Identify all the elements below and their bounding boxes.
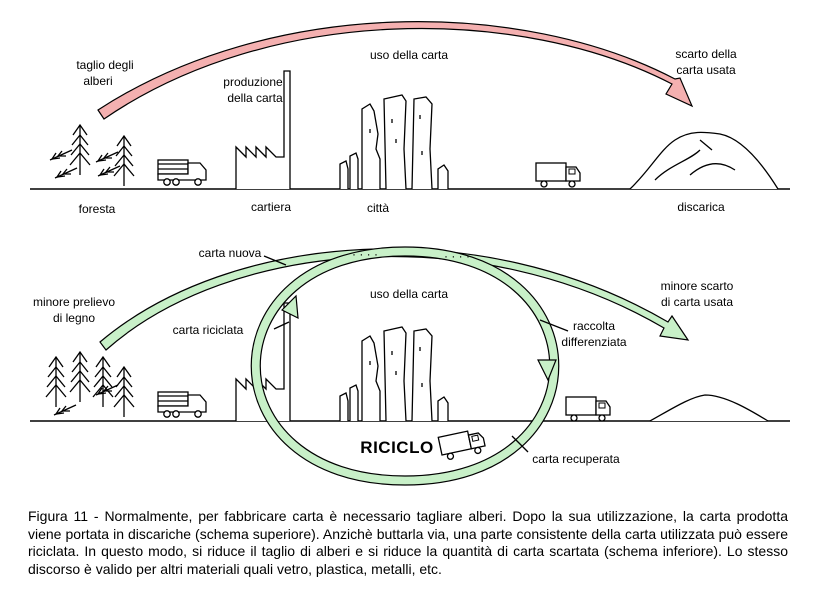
felled-tree-icon [49,149,73,161]
pine-tree-icon [45,356,67,408]
landfill-detail [654,139,736,181]
log-truck-icon [157,159,207,186]
garbage-truck-icon [565,396,611,422]
recycling-loop-arrow [250,246,560,486]
felled-tree-icon [53,404,77,416]
felled-tree-icon [54,167,78,179]
pine-tree-icon [92,356,114,408]
label-uso-bottom: uso della carta [370,287,448,301]
top-forest [49,124,135,187]
city-buildings-icon [339,94,449,190]
leader-carta-nuova [263,255,287,266]
leader-raccolta [539,319,569,332]
recycling-truck-icon [437,427,487,462]
label-riciclo: RICICLO [360,438,433,457]
top-flow-arrow [97,21,694,120]
leader-carta-recuperata [511,435,529,453]
label-scarto-1: scarto della [675,47,737,61]
label-uso-top: uso della carta [370,48,448,62]
label-minore-prelievo-1: minore prelievo [33,295,115,309]
landfill-heap-small-icon [649,394,769,422]
label-produzione-2: della carta [227,91,283,105]
label-discarica: discarica [677,200,725,214]
log-truck-icon [157,391,207,418]
label-raccolta-1: raccolta [573,319,615,333]
loop-arrowhead-down-icon [537,359,557,382]
label-taglio-2: alberi [83,74,112,88]
bottom-flow-arrow [99,248,690,351]
label-cartiera: cartiera [251,200,291,214]
label-carta-nuova: carta nuova [199,246,262,260]
label-minore-prelievo-2: di legno [53,311,95,325]
city-buildings-icon [339,326,449,422]
pine-tree-icon [113,366,135,418]
dotted-mark: · · · · [352,247,378,261]
label-minore-scarto-1: minore scarto [661,279,734,293]
landfill-heap-icon [629,131,779,190]
pine-tree-icon [113,135,135,187]
figure-caption: Figura 11 - Normalmente, per fabbricare … [28,508,788,577]
label-carta-recuperata: carta recuperata [532,452,620,466]
dotted-mark: · · · · [444,249,470,263]
label-produzione-1: produzione [223,75,283,89]
bottom-forest [45,351,135,418]
loop-arrowhead-up-icon [280,294,299,320]
felled-tree-icon [95,151,119,163]
label-minore-scarto-2: di carta usata [661,295,733,309]
label-carta-riciclata: carta riciclata [173,323,244,337]
pine-tree-icon [69,351,91,403]
felled-tree-icon [97,165,121,177]
label-scarto-2: carta usata [676,63,736,77]
label-foresta: foresta [79,202,116,216]
leader-carta-riciclata [273,321,290,330]
pine-tree-icon [69,124,91,176]
garbage-truck-icon [535,162,581,188]
label-citta: città [367,201,389,215]
label-taglio-1: taglio degli [76,58,133,72]
label-raccolta-2: differenziata [561,335,626,349]
